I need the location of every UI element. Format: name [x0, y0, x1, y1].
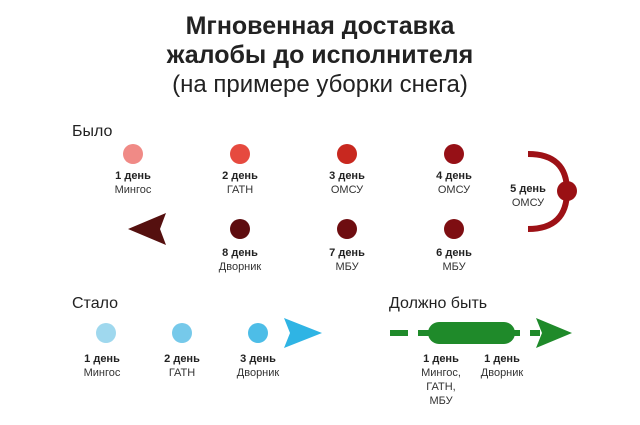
was-node-8 [230, 219, 250, 239]
should-day-2: 1 день [484, 353, 520, 365]
title-line-2: жалобы до исполнителя [166, 41, 474, 69]
should-who-1a: Мингос, [421, 367, 461, 379]
section-label-was: Было [72, 123, 113, 140]
was-track [78, 151, 571, 245]
section-label-now: Стало [72, 295, 118, 312]
was-node-1 [123, 144, 143, 164]
was-who-3: ОМСУ [331, 184, 364, 196]
was-day-8: 8 день [222, 247, 258, 259]
was-node-7 [337, 219, 357, 239]
section-label-should: Должно быть [389, 295, 487, 312]
was-day-6: 6 день [436, 247, 472, 259]
diagram-title: Мгновенная доставка жалобы до исполнител… [0, 12, 640, 99]
should-block [428, 322, 515, 344]
was-who-1: Мингос [115, 184, 152, 196]
was-who-7: МБУ [335, 261, 359, 273]
was-node-3 [337, 144, 357, 164]
should-who-1b: ГАТН, [426, 381, 455, 393]
was-day-2: 2 день [222, 170, 258, 182]
should-who-2: Дворник [481, 367, 524, 379]
now-day-2: 2 день [164, 353, 200, 365]
should-day-1: 1 день [423, 353, 459, 365]
was-who-8: Дворник [219, 261, 262, 273]
was-day-1: 1 день [115, 170, 151, 182]
now-who-3: Дворник [237, 367, 280, 379]
now-day-1: 1 день [84, 353, 120, 365]
should-who-1c: МБУ [429, 395, 453, 407]
was-day-7: 7 день [329, 247, 365, 259]
title-line-1: Мгновенная доставка [185, 12, 455, 40]
was-who-4: ОМСУ [438, 184, 471, 196]
now-arrow-right-icon [284, 318, 322, 348]
was-arrow-left-icon [128, 213, 166, 245]
was-who-2: ГАТН [227, 184, 253, 196]
now-who-1: Мингос [84, 367, 121, 379]
was-node-4 [444, 144, 464, 164]
title-line-3: (на примере уборки снега) [172, 71, 468, 98]
now-node-2 [172, 323, 192, 343]
should-arrow-right-icon [536, 318, 572, 348]
now-who-2: ГАТН [169, 367, 195, 379]
was-day-4: 4 день [436, 170, 472, 182]
was-who-5: ОМСУ [512, 197, 545, 209]
was-node-2 [230, 144, 250, 164]
was-node-6 [444, 219, 464, 239]
now-node-1 [96, 323, 116, 343]
was-day-5: 5 день [510, 183, 546, 195]
was-day-3: 3 день [329, 170, 365, 182]
was-node-5 [557, 181, 577, 201]
now-day-3: 3 день [240, 353, 276, 365]
now-node-3 [248, 323, 268, 343]
was-who-6: МБУ [442, 261, 466, 273]
